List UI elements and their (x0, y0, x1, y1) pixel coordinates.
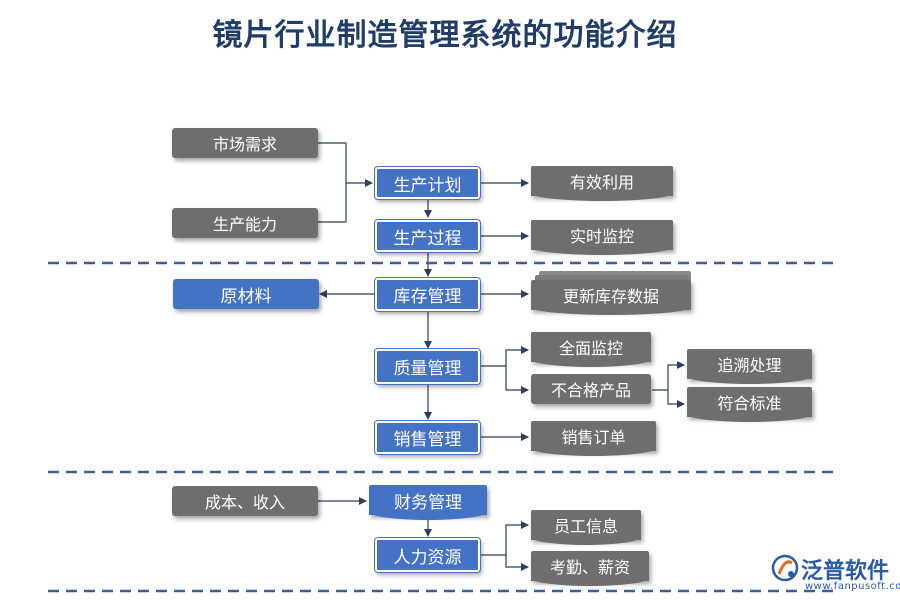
wire-inputs-to-plan (318, 142, 347, 223)
finance-management-box: 财务管理 (369, 485, 487, 520)
full-monitor-box: 全面监控 (531, 332, 651, 367)
fanpu-logo: 泛普软件 www.fanpusoft.com (765, 548, 900, 598)
sales-order-box: 销售订单 (531, 421, 656, 456)
human-resources-box: 人力资源 (374, 537, 481, 573)
page-title: 镜片行业制造管理系统的功能介绍 (212, 18, 678, 53)
logo-name: 泛普软件 (801, 559, 890, 584)
nonconforming-box: 不合格产品 (531, 374, 651, 404)
market-demand-box: 市场需求 (172, 128, 318, 158)
wire-hr-to-staff (480, 521, 529, 556)
staff-info-box: 员工信息 (531, 510, 641, 545)
effective-use-box: 有效利用 (531, 166, 673, 201)
cost-income-box: 成本、收入 (172, 486, 318, 516)
sales-management-box: 销售管理 (374, 420, 481, 455)
capacity-box: 生产能力 (172, 208, 318, 238)
wire-nc-to-conform (667, 390, 685, 408)
quality-management-box: 质量管理 (374, 348, 481, 385)
raw-material-box: 原材料 (173, 279, 319, 309)
inventory-management-box: 库存管理 (374, 277, 481, 312)
wire-nc-to-trace (652, 361, 685, 391)
fanpu-logo-icon (771, 554, 799, 582)
wire-quality-to-nonconforming (505, 366, 529, 394)
trace-box: 追溯处理 (687, 349, 812, 384)
wire-quality-to-monitor (480, 346, 529, 367)
attendance-salary-box: 考勤、薪资 (531, 551, 649, 586)
conform-box: 符合标准 (687, 387, 812, 422)
production-plan-box: 生产计划 (374, 166, 481, 200)
logo-url: www.fanpusoft.com (805, 581, 900, 592)
realtime-monitor-box: 实时监控 (531, 220, 673, 255)
update-inventory-box: 更新库存数据 (531, 280, 691, 315)
wire-hr-to-attendance (505, 555, 529, 571)
production-process-box: 生产过程 (374, 219, 481, 253)
